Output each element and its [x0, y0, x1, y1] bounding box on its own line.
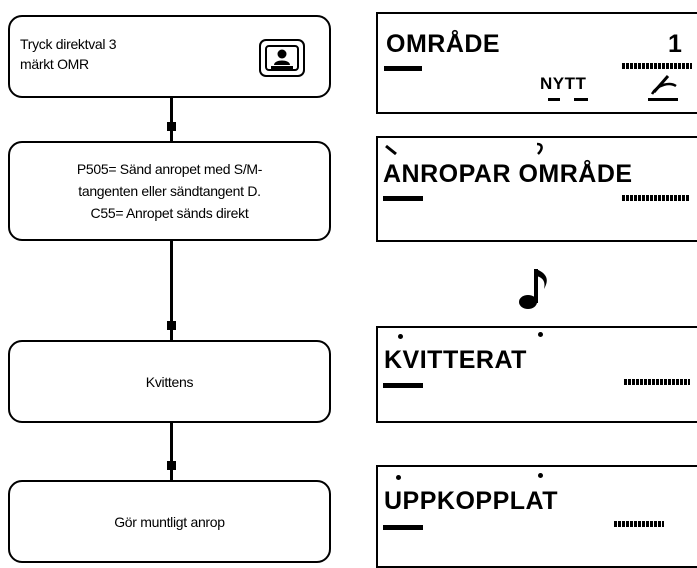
- display-1-dotbar: [622, 63, 692, 69]
- display-1-number: 1: [668, 30, 683, 58]
- display-3-cursor: [383, 383, 423, 388]
- flow-step-1-line-2: märkt OMR: [20, 56, 89, 72]
- display-3-dot-right: [538, 332, 543, 337]
- display-2-dotbar: [622, 195, 690, 201]
- display-4-dotbar: [614, 521, 664, 527]
- display-3-dot-left: [398, 334, 403, 339]
- display-1-label: OMRÅDE: [386, 30, 501, 58]
- flow-step-4-text: Gör muntligt anrop: [10, 512, 329, 532]
- flow-step-1-line-1: Tryck direktval 3: [20, 36, 117, 52]
- flow-step-2-text: P505= Sänd anropet med S/M- tangenten el…: [10, 158, 329, 224]
- display-4-dot-right: [538, 473, 543, 478]
- person-key-icon: [259, 39, 305, 77]
- connector-arrow: [167, 321, 176, 330]
- display-panel-1: OMRÅDE 1 NYTT: [376, 12, 697, 114]
- display-panel-3: KVITTERAT: [376, 326, 697, 423]
- display-2-label: ANROPAR OMRÅDE: [383, 160, 633, 188]
- display-1-underline-marks: [548, 98, 588, 101]
- display-1-cursor: [384, 66, 422, 71]
- display-3-label: KVITTERAT: [384, 346, 527, 374]
- flow-step-3-line-1: Kvittens: [145, 374, 194, 390]
- flow-connector-1: [167, 98, 176, 141]
- flow-step-4-line-1: Gör muntligt anrop: [114, 514, 225, 530]
- display-1-sublabel: NYTT: [540, 74, 587, 93]
- display-3-dotbar: [624, 379, 690, 385]
- display-4-cursor: [383, 525, 423, 530]
- antenna-icon: [648, 75, 678, 101]
- display-2-mark-left: [385, 144, 397, 156]
- connector-arrow: [167, 122, 176, 131]
- flow-step-2: P505= Sänd anropet med S/M- tangenten el…: [8, 141, 331, 241]
- flow-step-1-text: Tryck direktval 3 märkt OMR: [20, 34, 117, 74]
- display-panel-2: ANROPAR OMRÅDE: [376, 136, 697, 242]
- display-panel-4: UPPKOPPLAT: [376, 465, 697, 568]
- music-note-icon: [519, 269, 547, 309]
- flow-step-2-line-2: tangenten eller sändtangent D.: [78, 183, 261, 199]
- flow-connector-3: [167, 423, 176, 480]
- display-2-cursor: [383, 196, 423, 201]
- display-2-mark-mid: [536, 142, 543, 155]
- flow-step-3: Kvittens: [8, 340, 331, 423]
- display-4-label: UPPKOPPLAT: [384, 487, 558, 515]
- flow-step-2-line-1: P505= Sänd anropet med S/M-: [76, 161, 263, 177]
- flow-step-4: Gör muntligt anrop: [8, 480, 331, 563]
- connector-arrow: [167, 461, 176, 470]
- display-4-dot-left: [396, 475, 401, 480]
- flow-connector-2: [167, 241, 176, 340]
- flow-step-2-line-3: C55= Anropet sänds direkt: [90, 205, 249, 221]
- flow-step-3-text: Kvittens: [10, 372, 329, 392]
- flow-step-1: Tryck direktval 3 märkt OMR: [8, 15, 331, 98]
